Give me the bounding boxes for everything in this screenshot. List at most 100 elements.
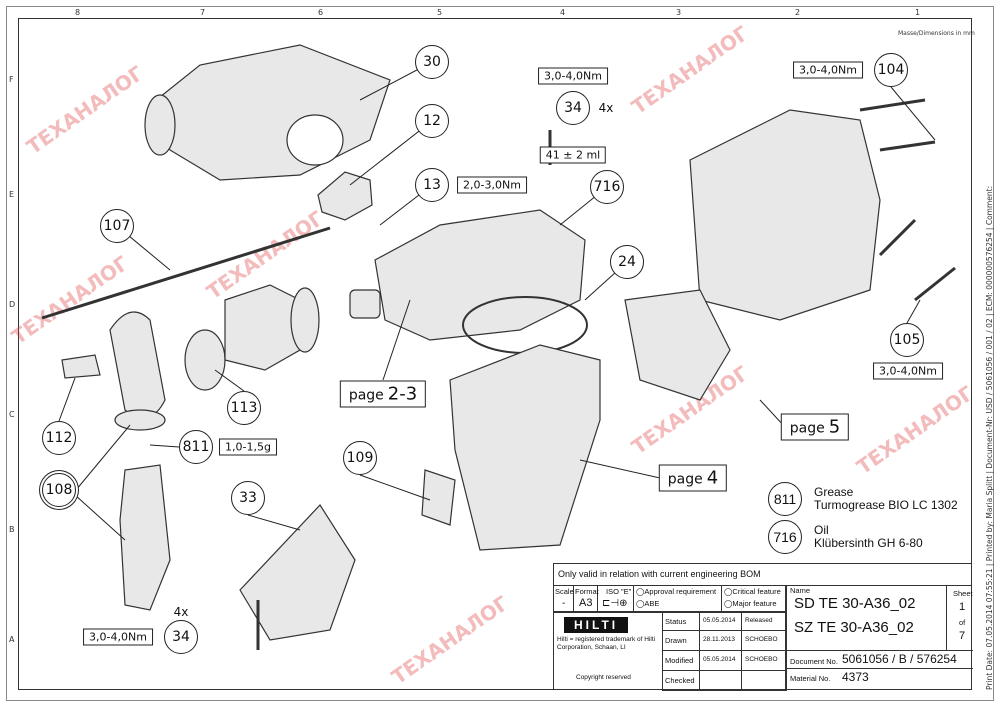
torque-34-bottom: 3,0-4,0Nm: [83, 628, 153, 646]
copyright: Copyright reserved: [576, 674, 631, 681]
callout-105: 105: [890, 323, 924, 357]
scale-cell: Scale-: [554, 585, 574, 612]
part-12-knob: [317, 171, 373, 221]
part-107-rod: [41, 226, 331, 320]
part-105-screws: [878, 218, 956, 302]
callout-24: 24: [610, 245, 644, 279]
outer-border: [6, 6, 994, 701]
legend-name: Klübersinth GH 6-80: [814, 536, 923, 550]
zone-row-b: B: [9, 525, 15, 534]
legend-title: Grease: [814, 485, 854, 499]
torque-105: 3,0-4,0Nm: [873, 362, 943, 380]
document-no: 5061056 / B / 576254: [842, 652, 957, 666]
approval-cell: ◯Approval requirement◯ABE: [634, 585, 722, 612]
zone-row-c: C: [9, 410, 15, 419]
callout-811: 811: [179, 430, 213, 464]
feature-cell: ◯Critical feature ◯Major feature: [722, 585, 786, 612]
torque-13: 2,0-3,0Nm: [457, 176, 527, 194]
part-113: [184, 329, 226, 391]
checked-label: Checked: [665, 676, 695, 685]
zone-col-2: 2: [795, 8, 801, 17]
part-112-label: [61, 354, 101, 379]
legend-title: Oil: [814, 523, 829, 537]
torque-104: 3,0-4,0Nm: [793, 61, 863, 79]
title-block: Only valid in relation with current engi…: [553, 563, 973, 691]
zone-col-7: 7: [200, 8, 206, 17]
drawn-date: 28.11.2013: [703, 636, 736, 643]
callout-107: 107: [100, 209, 134, 243]
part-4-gear-housing: [449, 344, 601, 551]
part-104-screws: [859, 98, 936, 152]
name-label: Name: [790, 586, 811, 595]
page-number: 5: [828, 416, 841, 438]
part-motor-gear-assembly: [374, 209, 586, 341]
zone-col-3: 3: [676, 8, 682, 17]
page-label: page: [789, 420, 825, 437]
status-value: Released: [745, 617, 773, 624]
part-5-electronics: [624, 289, 731, 401]
drawn-label: Drawn: [665, 636, 687, 645]
sheet-number: 1: [959, 601, 966, 613]
torque-34-top: 3,0-4,0Nm: [538, 67, 608, 85]
zone-row-f: F: [9, 75, 14, 84]
zone-col-6: 6: [318, 8, 324, 17]
zone-col-4: 4: [560, 8, 566, 17]
zone-col-8: 8: [75, 8, 81, 17]
callout-108: 108: [42, 473, 76, 507]
bom-note: Only valid in relation with current engi…: [558, 569, 761, 579]
print-info: Print Date: 07.05.2014 07:55:21 | Printe…: [985, 185, 994, 690]
callout-12: 12: [415, 104, 449, 138]
format-label: Format: [575, 587, 599, 596]
drawing-frame: [18, 18, 972, 690]
of-label: of: [959, 618, 966, 627]
iso-label: ISO "E": [606, 587, 632, 596]
format-value: A3: [579, 597, 593, 609]
scale-label: Scale: [555, 587, 574, 596]
oil-quantity: 41 ± 2 ml: [539, 146, 607, 164]
sheet-total: 7: [959, 630, 966, 642]
document-no-label: Document No.: [790, 657, 838, 666]
part-side-handle-clamp: [109, 311, 166, 419]
leader-lines: [58, 61, 936, 541]
callout-13: 13: [415, 168, 449, 202]
callout-109: 109: [343, 441, 377, 475]
legend-num: 811: [768, 482, 802, 516]
modified-by: SCHOEBO: [745, 656, 778, 663]
material-no: 4373: [842, 670, 869, 684]
zone-col-1: 1: [915, 8, 921, 17]
part-109-label: [421, 469, 456, 526]
dimensions-note: Masse/Dimensions in mm: [898, 30, 975, 37]
qty-34-top: 4x: [598, 101, 614, 115]
major-feature: ◯Major feature: [724, 599, 777, 608]
legend-name: Turmogrease BIO LC 1302: [814, 498, 958, 512]
callout-34-top: 34: [556, 91, 590, 125]
callout-30: 30: [415, 45, 449, 79]
callout-716: 716: [590, 170, 624, 204]
part-spindle: [349, 289, 381, 319]
part-108-handle: [119, 464, 171, 611]
part-33-cover: [239, 504, 356, 641]
page-label: page: [348, 387, 384, 404]
callout-33: 33: [231, 481, 265, 515]
drawing-name-2: SZ TE 30-A36_02: [794, 619, 914, 636]
callout-112: 112: [42, 421, 76, 455]
status-date: 05.05.2014: [703, 617, 736, 624]
zone-col-5: 5: [437, 8, 443, 17]
abe: ◯ABE: [636, 599, 660, 608]
drawn-by: SCHOEBO: [745, 636, 778, 643]
zone-row-d: D: [9, 300, 16, 309]
part-chuck-ring: [290, 287, 320, 353]
critical-feature: ◯Critical feature: [724, 587, 781, 596]
page-label: page: [667, 471, 703, 488]
drawing-name-1: SD TE 30-A36_02: [794, 595, 916, 612]
material-no-label: Material No.: [790, 674, 831, 683]
zone-row-a: A: [9, 635, 15, 644]
trademark-note: Hilti = registered trademark of Hilti Co…: [557, 636, 656, 651]
callout-104: 104: [874, 53, 908, 87]
modified-label: Modified: [665, 656, 694, 665]
